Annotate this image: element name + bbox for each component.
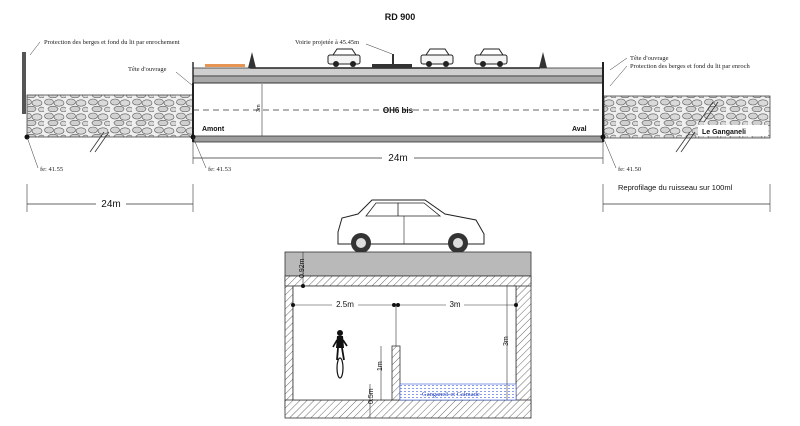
cyclist-icon — [332, 330, 348, 379]
orange-mark — [205, 64, 245, 67]
left-protection-label: Protection des berges et fond du lit par… — [44, 39, 180, 46]
cross-section: Ganganeli et Calmade 0.92m 2.5m 3m 3m — [284, 199, 532, 419]
fe-mid-label: fe: 41.53 — [208, 166, 231, 173]
water-label: Ganganeli et Calmade — [422, 391, 480, 398]
dim-top-slab-label: 0.92m — [299, 258, 306, 278]
stream-name-label: Le Ganganeli — [702, 129, 746, 136]
box-top-slab — [284, 275, 532, 287]
longitudinal-profile: 3m Protection des — [22, 39, 771, 212]
culvert-floor — [192, 135, 604, 143]
car-icon-1 — [327, 48, 361, 67]
downstream-label: Aval — [572, 126, 587, 133]
right-head-label: Tête d'ouvrage — [630, 55, 669, 62]
right-protection-label: Protection des berges et fond du lit par… — [630, 63, 750, 70]
reprofiling-label: Reprofilage du ruisseau sur 100ml — [618, 183, 733, 192]
left-head-label: Tête d'ouvrage — [128, 66, 167, 73]
dim-left-label: 2.5m — [336, 300, 354, 309]
upstream-post — [22, 52, 26, 114]
road-project-label: Voirie projetée à 45.45m — [295, 39, 359, 46]
culvert-box — [192, 82, 604, 140]
car-icon-3 — [474, 48, 508, 67]
drawing-title: RD 900 — [385, 12, 416, 22]
dim-right-label: 3m — [449, 300, 460, 309]
car-icon-2 — [420, 48, 454, 67]
dim-height-label: 3m — [503, 336, 510, 346]
road-slab — [192, 75, 604, 84]
box-left-wall — [284, 275, 294, 411]
culvert-length-label: 24m — [388, 153, 407, 164]
box-right-wall — [515, 275, 532, 411]
section-road-slab — [284, 251, 532, 277]
profile-height-label: 3m — [256, 104, 262, 112]
divider-wall — [391, 345, 401, 401]
box-bottom-slab — [284, 399, 532, 419]
upstream-riprap — [26, 94, 194, 138]
culvert-name-label: OH6 bis — [383, 106, 414, 115]
upstream-label: Amont — [202, 126, 225, 133]
water-channel — [399, 383, 517, 401]
dim-wall-label: 1m — [377, 361, 384, 371]
road-deck — [192, 67, 604, 77]
fe-right-label: fe: 41.50 — [618, 166, 641, 173]
upstream-length-label: 24m — [101, 199, 120, 210]
dim-bottom-label: 0.5m — [368, 388, 375, 404]
car-icon — [337, 199, 485, 253]
fe-left-label: fe: 41.55 — [40, 166, 63, 173]
